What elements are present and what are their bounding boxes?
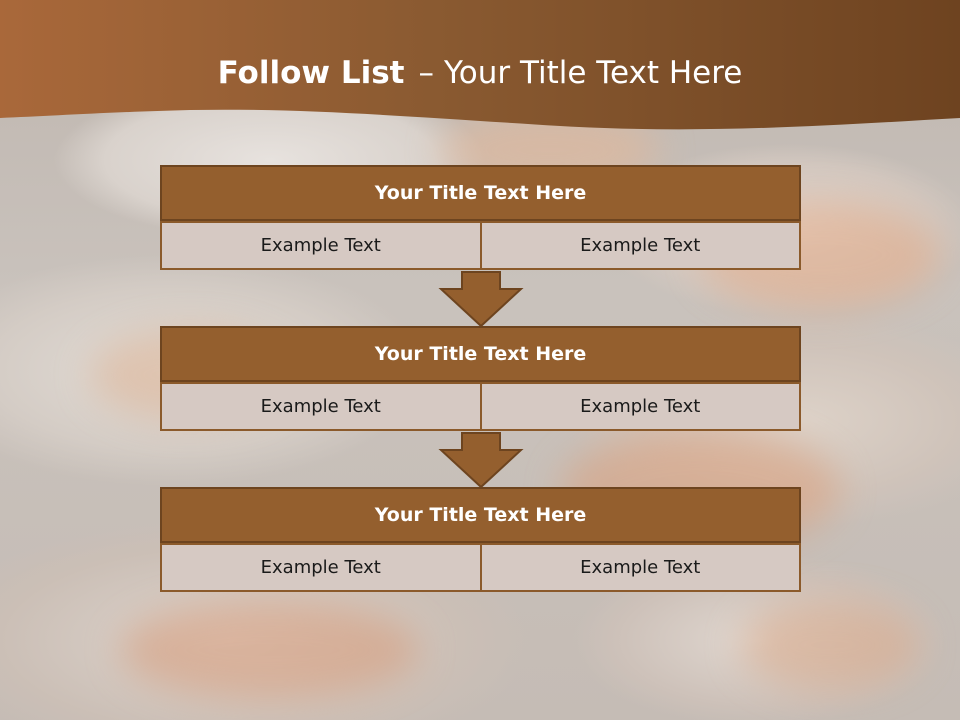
step-title: Your Title Text Here [160,487,801,543]
step-block-2: Your Title Text Here Example Text Exampl… [160,326,801,431]
step-cell-left: Example Text [160,382,482,431]
down-arrow-icon [438,432,524,489]
step-block-1: Your Title Text Here Example Text Exampl… [160,165,801,270]
step-row: Example Text Example Text [160,382,801,431]
step-block-3: Your Title Text Here Example Text Exampl… [160,487,801,592]
step-cell-right: Example Text [481,382,801,431]
slide-title-separator: – [418,55,434,91]
step-row: Example Text Example Text [160,221,801,270]
step-row: Example Text Example Text [160,543,801,592]
step-title: Your Title Text Here [160,326,801,382]
step-cell-right: Example Text [481,543,801,592]
header-band [0,0,960,130]
slide-title-bold: Follow List [217,55,405,91]
slide-title-rest: Your Title Text Here [443,55,743,91]
step-cell-right: Example Text [481,221,801,270]
step-title: Your Title Text Here [160,165,801,221]
step-cell-left: Example Text [160,543,482,592]
step-cell-left: Example Text [160,221,482,270]
slide-title: Follow List–Your Title Text Here [0,55,960,91]
down-arrow-icon [438,271,524,328]
